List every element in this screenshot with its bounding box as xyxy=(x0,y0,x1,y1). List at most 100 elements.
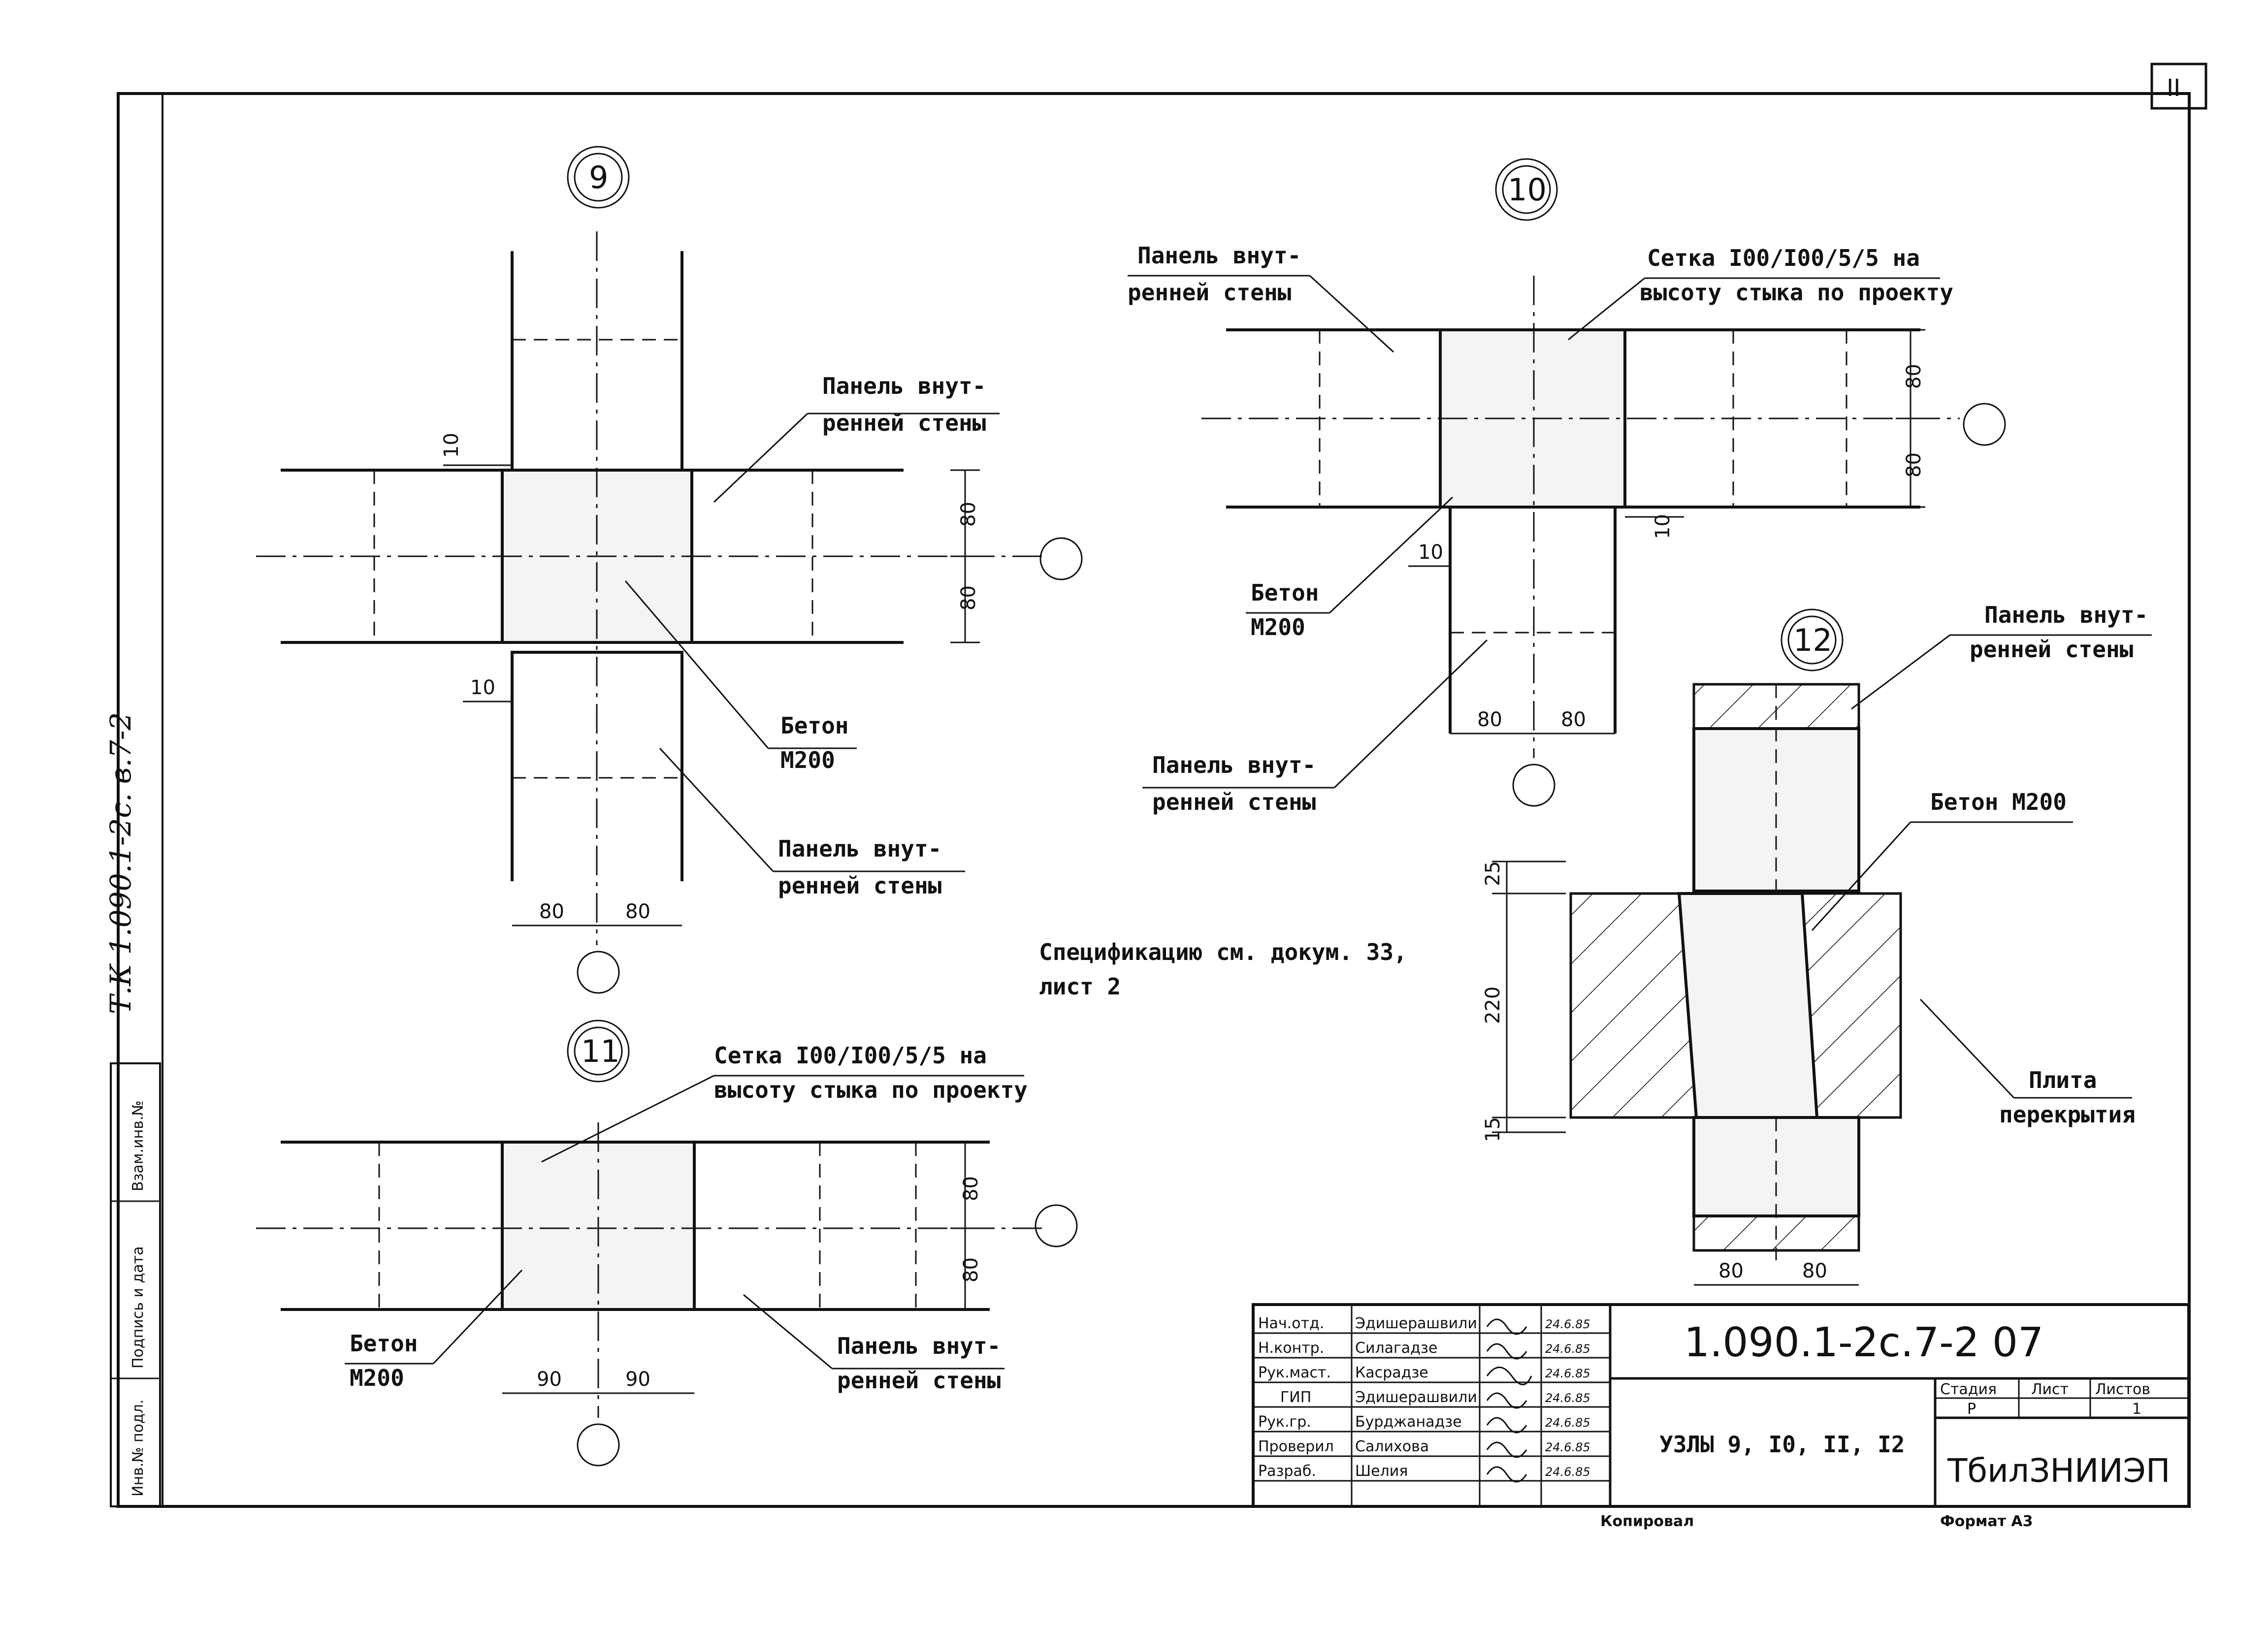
node-11-number: 11 xyxy=(581,1033,620,1069)
node-10-dim-gap-right: 10 xyxy=(1652,514,1674,539)
axis-marker-9-right xyxy=(1039,537,1083,580)
axis-marker-10-bottom xyxy=(1512,764,1555,807)
node-9: 9 80 80 80 80 10 10 Па xyxy=(256,146,1083,994)
node-11-mesh-1: Сетка I00/I00/5/5 на xyxy=(714,1042,987,1069)
node-10-panel-label-2: ренней стены xyxy=(1128,279,1291,306)
tb-format: Формат А3 xyxy=(1940,1513,2033,1530)
tb-role-5: Рук.гр. xyxy=(1258,1413,1311,1431)
tb-date-2: 24.6.85 xyxy=(1545,1342,1590,1356)
node-12-dim-w2: 80 xyxy=(1802,1260,1827,1282)
node-10-panel-label-1: Панель внут- xyxy=(1137,242,1301,269)
node-11-dim-w1: 90 xyxy=(537,1368,562,1391)
node-9-panel-label-2: ренней стены xyxy=(822,410,986,436)
node-12-marker xyxy=(1781,608,1844,671)
tb-role-7: Разраб. xyxy=(1258,1463,1316,1480)
node-11-dim-w2: 90 xyxy=(625,1368,650,1391)
node-11-beton-1: Бетон xyxy=(350,1330,418,1357)
node-9-beton-1: Бетон xyxy=(780,712,848,739)
node-9-number: 9 xyxy=(589,160,608,195)
node-10-beton-1: Бетон xyxy=(1251,579,1319,606)
tb-role-1: Нач.отд. xyxy=(1258,1315,1324,1332)
node-11-marker xyxy=(567,1020,630,1083)
tb-name-6: Салихова xyxy=(1355,1438,1429,1455)
stamp-inv: Инв.№ подл. xyxy=(130,1400,147,1497)
node-10-dim-w2: 80 xyxy=(1561,708,1586,731)
tb-role-3: Рук.маст. xyxy=(1258,1364,1331,1381)
node-11-dim-h2: 80 xyxy=(960,1257,982,1282)
node-11-panel-label-1: Панель внут- xyxy=(837,1333,1001,1359)
tb-stage: Р xyxy=(1967,1401,1976,1418)
node-10-dim-w1: 80 xyxy=(1477,708,1502,731)
tb-code: 1.090.1-2с.7-2 07 xyxy=(1684,1319,2043,1366)
node-12-dim-w1: 80 xyxy=(1718,1260,1744,1282)
node-12-number: 12 xyxy=(1793,622,1832,658)
stamp-sign: Подпись и дата xyxy=(130,1246,147,1369)
node-10-marker xyxy=(1495,158,1558,221)
node-10-mesh-2: высоту стыка по проекту xyxy=(1640,279,1953,306)
node-10: 10 80 80 80 80 10 10 Панель внут- ренней… xyxy=(1128,158,2006,815)
tb-name-4: Эдишерашвили xyxy=(1355,1389,1477,1406)
node-10-panel2-label-2: ренней стены xyxy=(1152,789,1316,815)
node-11: 11 80 80 90 90 Сетка I00/I00/5/5 на высо… xyxy=(256,1020,1078,1467)
node-9-dim-gap-bottom: 10 xyxy=(470,676,495,699)
node-11-beton-2: М200 xyxy=(350,1365,404,1391)
node-10-panel2-label-1: Панель внут- xyxy=(1152,752,1316,778)
node-9-dim-h1: 80 xyxy=(957,502,980,527)
node-11-mesh-2: высоту стыка по проекту xyxy=(714,1077,1028,1103)
node-10-number: 10 xyxy=(1508,172,1547,208)
tb-date-6: 24.6.85 xyxy=(1545,1440,1590,1454)
node-12-slab-2: перекрытия xyxy=(1999,1101,2136,1128)
node-11-panel-label-2: ренней стены xyxy=(837,1367,1001,1394)
tb-sheets: 1 xyxy=(2132,1401,2141,1418)
tb-sheet-header: Лист xyxy=(2031,1381,2069,1398)
node-12: 12 25 220 15 80 80 Панель внут- ренней с… xyxy=(1482,602,2152,1286)
title-block: Нач.отд. Эдишерашвили 24.6.85 Н.контр. С… xyxy=(1252,1303,2190,1530)
node-10-mesh-1: Сетка I00/I00/5/5 на xyxy=(1647,245,1920,271)
node-9-beton-2: М200 xyxy=(780,747,835,773)
node-12-dim-top: 25 xyxy=(1482,861,1504,886)
spec-note-2: лист 2 xyxy=(1039,973,1121,1000)
node-10-dim-h1: 80 xyxy=(1903,364,1925,389)
axis-marker-11-right xyxy=(1035,1204,1078,1247)
node-9-marker xyxy=(567,146,630,209)
stamp-border xyxy=(162,93,2190,1507)
tb-date-5: 24.6.85 xyxy=(1545,1416,1590,1430)
node-12-beton: Бетон М200 xyxy=(1930,789,2067,815)
stamp-replace: Взам.инв.№ xyxy=(130,1100,147,1191)
tb-role-2: Н.контр. xyxy=(1258,1340,1324,1357)
tb-org: ТбилЗНИИЭП xyxy=(1947,1452,2171,1490)
node-9-panel2-label-2: ренней стены xyxy=(778,872,941,899)
sheet-number: II xyxy=(2167,74,2180,102)
tb-date-4: 24.6.85 xyxy=(1545,1391,1590,1405)
node-10-dim-h2: 80 xyxy=(1903,452,1925,478)
node-9-dim-h2: 80 xyxy=(957,585,980,610)
tb-title: УЗЛЫ 9, I0, II, I2 xyxy=(1659,1431,1905,1458)
left-stamp: Инв.№ подл. Подпись и дата Взам.инв.№ xyxy=(110,1062,161,1507)
node-12-dim-mid: 220 xyxy=(1482,987,1504,1024)
tb-stage-header: Стадия xyxy=(1940,1381,1997,1398)
sheet-number-box xyxy=(2150,63,2207,110)
node-9-panel-label-1: Панель внут- xyxy=(822,373,986,399)
tb-name-3: Касрадзе xyxy=(1355,1364,1428,1381)
node-12-panel-label-1: Панель внут- xyxy=(1984,602,2148,628)
tb-name-2: Силагадзе xyxy=(1355,1340,1437,1357)
node-9-panel2-label-1: Панель внут- xyxy=(778,835,941,862)
tb-sheets-header: Листов xyxy=(2095,1381,2150,1398)
axis-marker-10-right xyxy=(1963,403,2006,446)
tb-date-7: 24.6.85 xyxy=(1545,1465,1590,1479)
spec-note-1: Спецификацию см. докум. 33, xyxy=(1039,939,1407,965)
node-10-beton-2: М200 xyxy=(1251,614,1305,640)
node-9-dim-w1: 80 xyxy=(539,900,564,923)
node-12-panel-label-2: ренней стены xyxy=(1970,636,2133,663)
tb-name-1: Эдишерашвили xyxy=(1355,1315,1477,1332)
tb-name-5: Бурджанадзе xyxy=(1355,1413,1462,1431)
node-12-dim-bot: 15 xyxy=(1482,1117,1504,1142)
node-12-slab-1: Плита xyxy=(2029,1067,2097,1093)
node-11-dim-h1: 80 xyxy=(960,1176,982,1201)
node-10-dim-gap-left: 10 xyxy=(1418,541,1443,564)
tb-date-3: 24.6.85 xyxy=(1545,1367,1590,1380)
tb-role-4: ГИП xyxy=(1280,1389,1311,1406)
node-9-dim-gap-top: 10 xyxy=(440,433,463,458)
tb-role-6: Проверил xyxy=(1258,1438,1334,1455)
